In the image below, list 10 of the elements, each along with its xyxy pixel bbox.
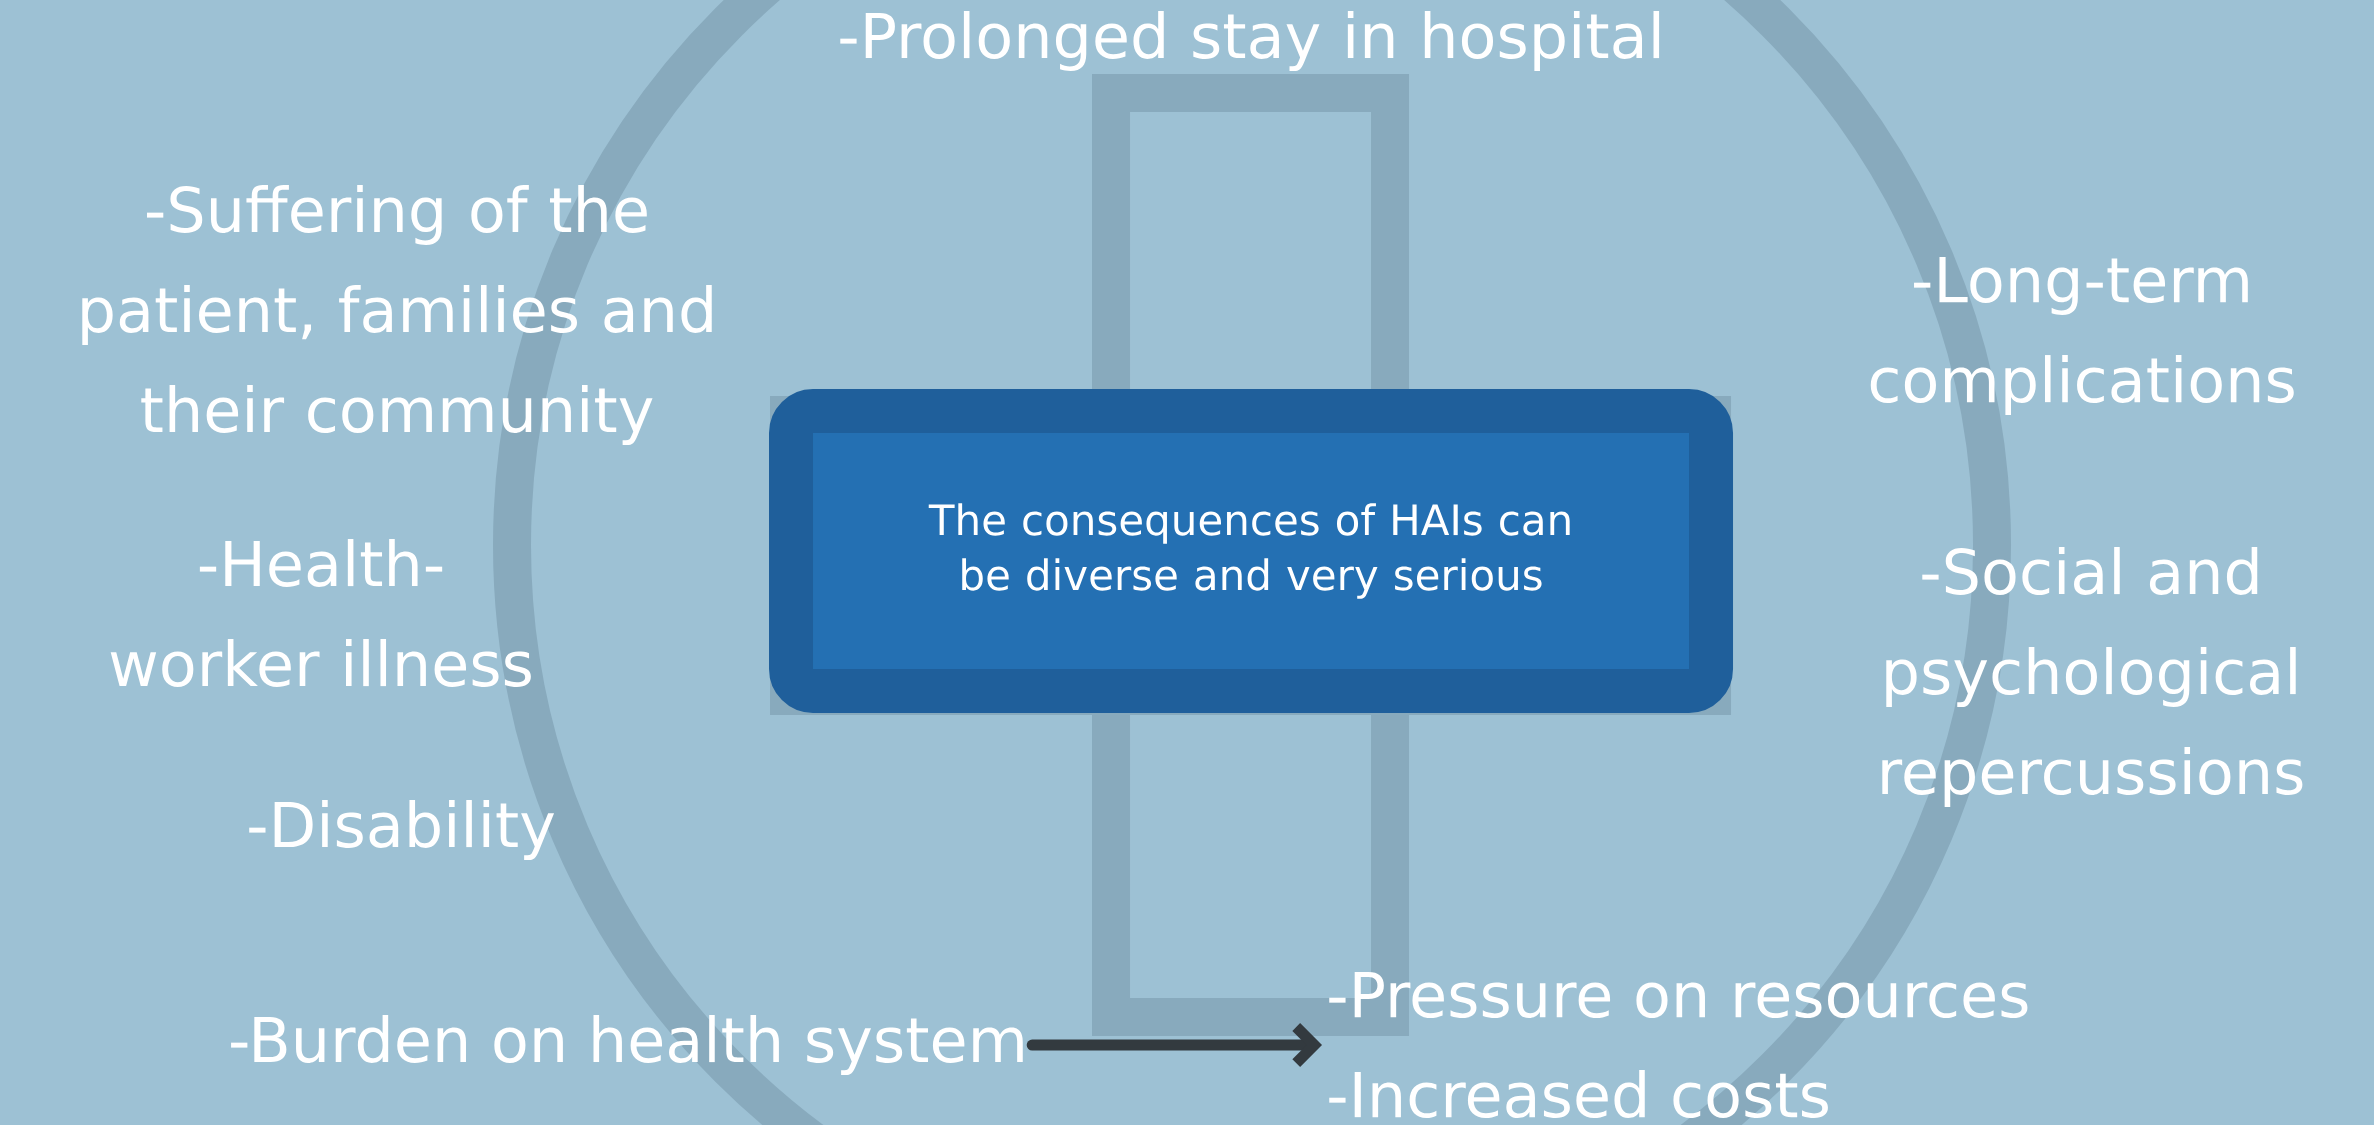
consequence-label: -Prolonged stay in hospital — [840, 11, 1660, 71]
title-box: The consequences of HAIs can be diverse and very serious — [769, 389, 1733, 713]
consequence-text: -Burden on health system — [231, 1015, 1023, 1075]
consequence-label: -Social and psychological repercussions — [1882, 547, 2303, 807]
consequence-label: -Health-worker illness — [110, 539, 531, 687]
consequence-label: -Suffering of the patient, families and their community — [82, 185, 712, 445]
consequence-label: -Disability — [249, 800, 555, 860]
consequence-label: -Long-term complications — [1870, 256, 2294, 416]
arrow — [1026, 1023, 1322, 1067]
consequence-text: -Pressure on resources -Increased costs — [1329, 972, 2028, 1119]
